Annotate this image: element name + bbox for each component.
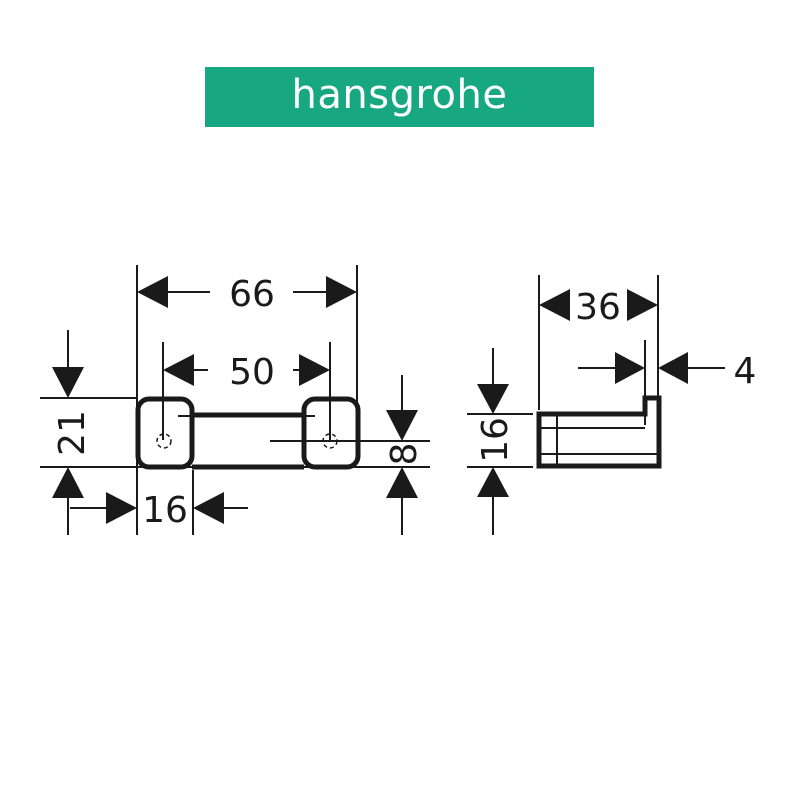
dimension-label-16-side: 16 <box>475 417 516 463</box>
dimension-16-front: 16 <box>70 490 248 531</box>
dimension-label-66: 66 <box>229 274 275 315</box>
dimension-label-4: 4 <box>734 351 757 392</box>
dimension-21: 21 <box>52 330 93 535</box>
brand-logo: hansgrohe <box>205 67 594 127</box>
mount-block-right <box>301 396 361 470</box>
dimension-50: 50 <box>163 352 330 393</box>
dimension-8: 8 <box>384 375 425 535</box>
dimension-label-21: 21 <box>52 410 93 456</box>
screw-hole-icon <box>322 433 338 449</box>
arrowhead <box>627 289 658 321</box>
dimension-label-36: 36 <box>575 287 621 328</box>
arrowhead <box>52 367 84 398</box>
arrowhead <box>386 410 418 441</box>
brand-name: hansgrohe <box>291 72 508 118</box>
arrowhead <box>193 492 224 524</box>
dimension-66: 66 <box>137 274 357 315</box>
arrowhead <box>137 276 168 308</box>
arrowhead <box>477 467 509 497</box>
arrowhead <box>615 352 645 384</box>
dimension-4: 4 <box>578 351 756 392</box>
arrowhead <box>163 354 194 386</box>
arrowhead <box>386 467 418 498</box>
dimension-label-16: 16 <box>142 490 188 531</box>
arrowhead <box>326 276 357 308</box>
mount-block-left <box>135 396 195 470</box>
arrowhead <box>477 384 509 414</box>
dimension-label-50: 50 <box>229 352 275 393</box>
arrowhead <box>658 352 688 384</box>
screw-hole-icon <box>156 433 172 449</box>
front-view: 66 50 21 <box>40 265 430 535</box>
side-view: 36 4 16 <box>467 275 756 535</box>
dimension-36: 36 <box>539 287 658 328</box>
arrowhead <box>299 354 330 386</box>
arrowhead <box>106 492 137 524</box>
hook-front-outline <box>135 396 361 470</box>
arrowhead <box>52 467 84 498</box>
arrowhead <box>539 289 570 321</box>
dimension-label-8: 8 <box>384 443 425 466</box>
dimension-16-side: 16 <box>475 348 516 535</box>
hook-side-outline <box>536 395 662 469</box>
